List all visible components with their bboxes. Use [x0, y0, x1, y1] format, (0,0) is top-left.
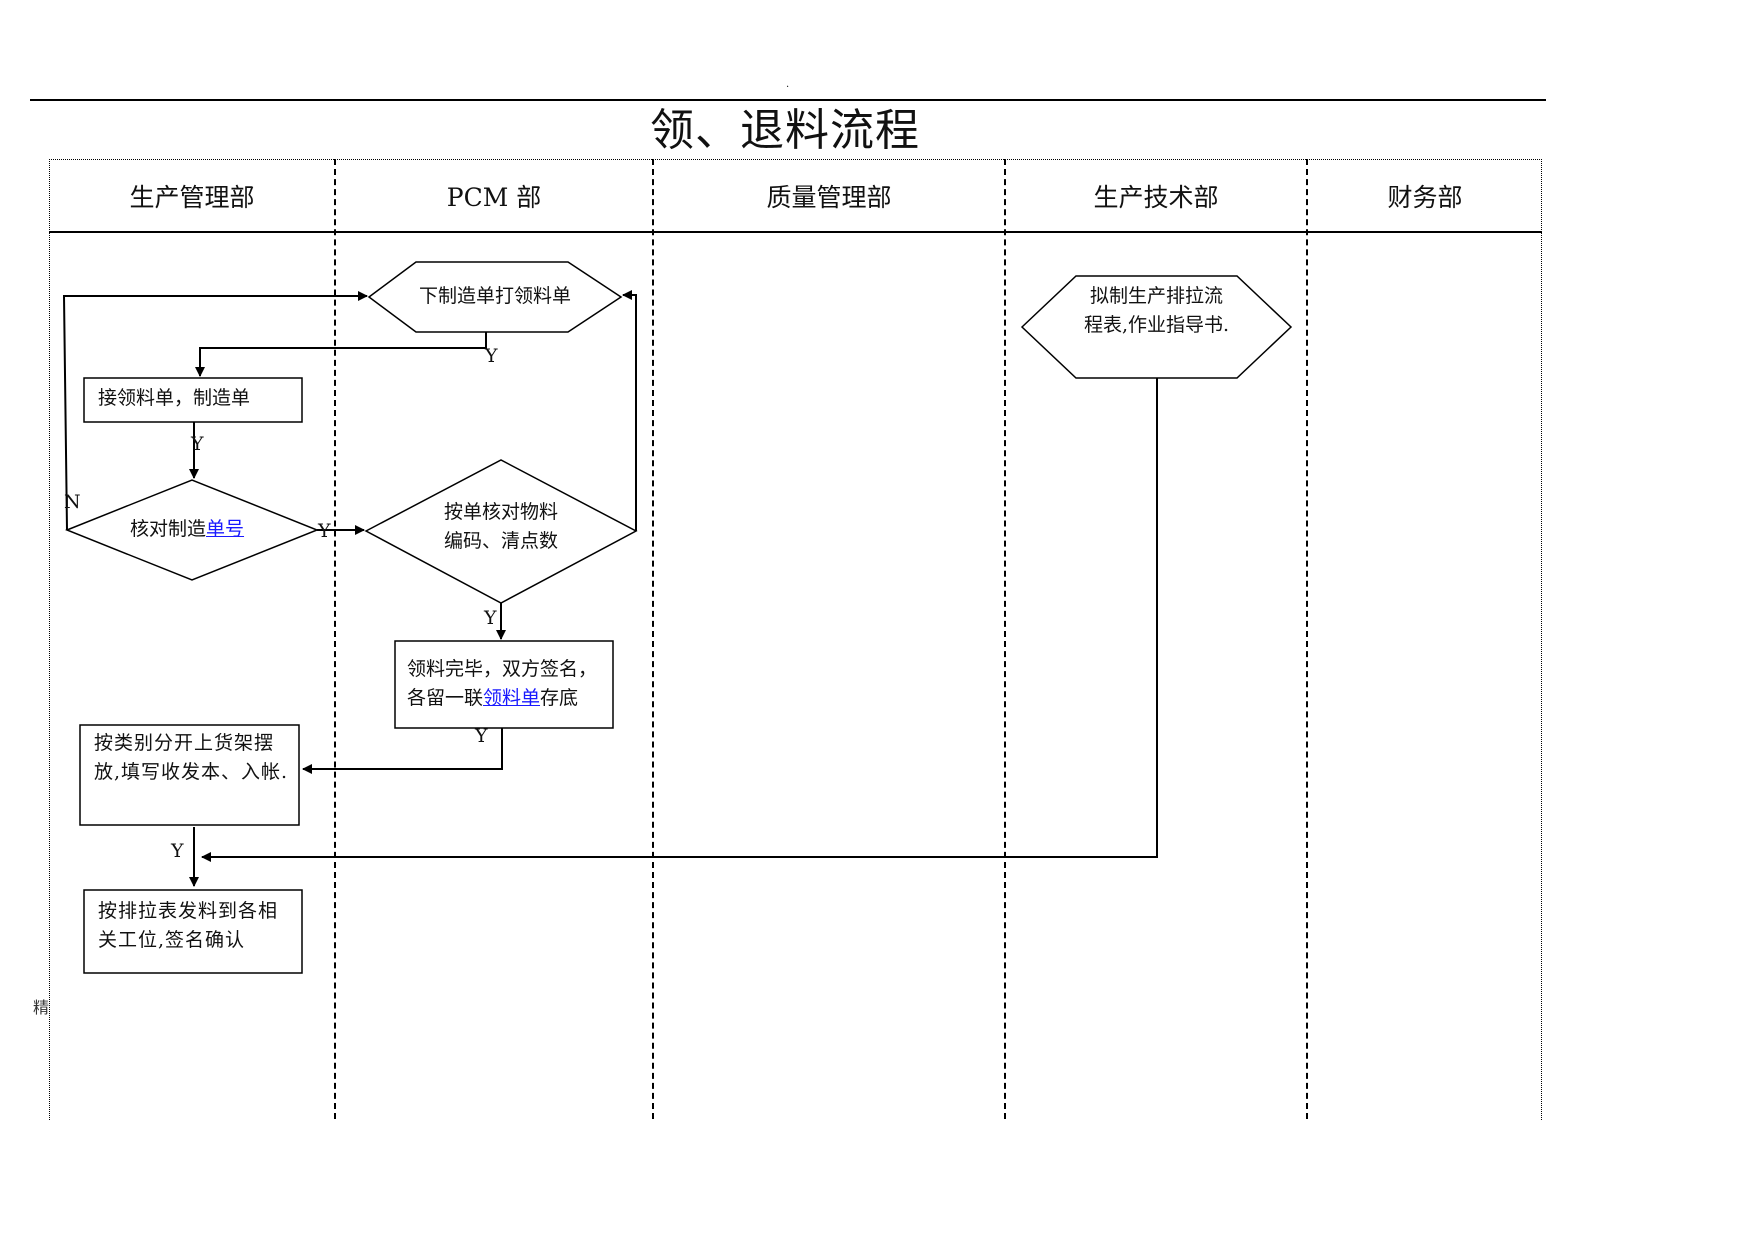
- edge-label-yes: Y: [171, 840, 184, 862]
- header-rule: [30, 99, 1546, 101]
- sign-off-line2-prefix: 各留一联: [407, 687, 484, 709]
- edge-label-yes: Y: [318, 520, 331, 542]
- page-title: 领、退料流程: [650, 105, 920, 156]
- lane-header-production-technology: 生产技术部: [1093, 183, 1219, 212]
- shelve-node: [79, 724, 300, 826]
- edge-label-yes: Y: [191, 433, 204, 455]
- sign-off-line2: 各留一联领料单存底: [407, 684, 597, 713]
- edge-label-yes: Y: [475, 725, 488, 747]
- edge-issue-to-receive: [195, 332, 487, 377]
- receive-forms-node: [83, 377, 303, 423]
- shelve-line2: 放,填写收发本、入帐.: [94, 761, 289, 783]
- issue-order-label: 下制造单打领料单: [418, 285, 571, 307]
- check-number-label: 核对制造单号: [130, 515, 244, 544]
- lane-divider: [1306, 159, 1308, 1119]
- sign-off-label: 领料完毕，双方签名， 各留一联领料单存底: [407, 655, 597, 713]
- lane-divider: [1004, 159, 1006, 1119]
- schedule-node: [1020, 275, 1293, 379]
- sign-off-line1: 领料完毕，双方签名，: [407, 658, 598, 680]
- edge-schedule-to-distribute: [201, 378, 1158, 862]
- check-number-text: 核对制造: [130, 518, 207, 540]
- edge-materials-loop: [622, 290, 637, 531]
- lane-header-quality-management: 质量管理部: [766, 183, 892, 212]
- order-number-link[interactable]: 单号: [206, 518, 245, 540]
- sign-off-node: [394, 640, 614, 729]
- receive-forms-label: 接领料单，制造单: [98, 387, 251, 409]
- schedule-line2: 程表,作业指导书.: [1083, 314, 1230, 336]
- side-mark: 精: [33, 998, 50, 1017]
- lane-divider: [652, 159, 654, 1119]
- check-materials-line2: 编码、清点数: [443, 530, 558, 552]
- edge-label-no: N: [64, 491, 81, 513]
- edge-signoff-to-shelve: [302, 728, 503, 774]
- header-mark: .: [786, 79, 790, 90]
- edge-label-yes: Y: [484, 607, 497, 629]
- shelve-label: 按类别分开上货架摆 放,填写收发本、入帐.: [94, 729, 288, 787]
- lane-divider: [334, 159, 336, 1119]
- edge-check-no-loop: [62, 291, 368, 531]
- schedule-line1: 拟制生产排拉流: [1089, 285, 1223, 307]
- distribute-node: [83, 889, 303, 974]
- shelve-line1: 按类别分开上货架摆: [94, 732, 275, 754]
- lane-header-production-management: 生产管理部: [129, 183, 255, 212]
- requisition-form-link[interactable]: 领料单: [483, 687, 541, 709]
- distribute-line1: 按排拉表发料到各相: [98, 900, 279, 922]
- lane-header-rule: [49, 231, 1542, 233]
- check-materials-label: 按单核对物料 编码、清点数: [366, 498, 636, 556]
- issue-order-node: [367, 261, 623, 333]
- edge-label-yes: Y: [485, 345, 498, 367]
- check-materials-line1: 按单核对物料: [443, 501, 558, 523]
- lane-header-pcm: PCM 部: [446, 183, 542, 212]
- schedule-label: 拟制生产排拉流 程表,作业指导书.: [1022, 282, 1291, 340]
- distribute-line2: 关工位,签名确认: [98, 929, 246, 951]
- distribute-label: 按排拉表发料到各相 关工位,签名确认: [98, 897, 278, 955]
- swimlane-frame: [49, 159, 1542, 1120]
- sign-off-line2-suffix: 存底: [540, 687, 579, 709]
- lane-header-finance: 财务部: [1387, 183, 1463, 212]
